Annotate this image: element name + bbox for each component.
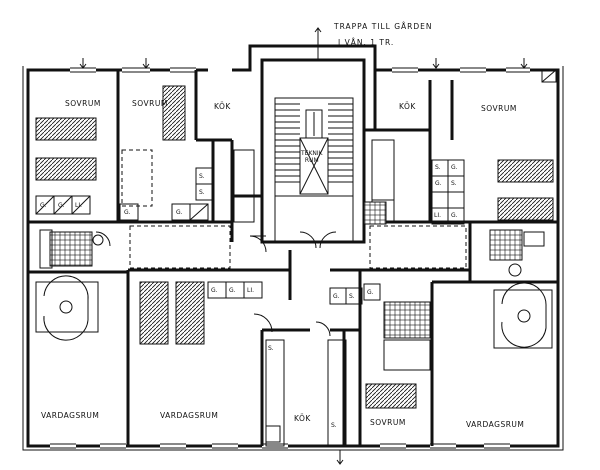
closet-mark-g: G.	[229, 287, 236, 294]
window-arrows	[79, 27, 528, 465]
closet-mark-s: S.	[199, 189, 205, 196]
room-label-kok-3: KÖK	[294, 414, 311, 423]
top-right-apartment	[363, 70, 558, 282]
room-label-sovrum-4: SOVRUM	[370, 418, 406, 427]
room-label-sovrum-2: SOVRUM	[132, 99, 168, 108]
closet-mark-li: LI.	[434, 212, 442, 219]
stair-note-line2: I VÅN. 1 TR.	[338, 38, 395, 47]
closet-mark-g: G.	[367, 289, 374, 296]
room-label-kok-1: KÖK	[214, 102, 231, 111]
closet-mark-g: G.	[58, 202, 65, 209]
room-label-vardagsrum-3: VARDAGSRUM	[466, 420, 525, 429]
closet-mark-s: S.	[199, 173, 205, 180]
closet-mark-s: S.	[331, 422, 337, 429]
room-label-kok-2: KÖK	[399, 102, 416, 111]
top-left-apartment	[28, 70, 337, 269]
bottom-apartments	[28, 225, 558, 447]
elevator-label: TEKNIK RUM	[301, 150, 323, 164]
closet-mark-g: G.	[451, 164, 458, 171]
closet-mark-g: G.	[211, 287, 218, 294]
closet-mark-g: G.	[451, 212, 458, 219]
closet-mark-s: S.	[435, 164, 441, 171]
room-label-sovrum-3: SOVRUM	[481, 104, 517, 113]
closet-mark-li: LI.	[247, 287, 255, 294]
closet-mark-g: G.	[40, 202, 47, 209]
room-label-vardagsrum-2: VARDAGSRUM	[160, 411, 219, 420]
closet-mark-s: S.	[268, 345, 274, 352]
closet-mark-g: G.	[435, 180, 442, 187]
closet-mark-g: G.	[124, 209, 131, 216]
closet-mark-g: G.	[333, 293, 340, 300]
closet-mark-li: LI.	[75, 202, 83, 209]
closet-mark-s: S.	[349, 293, 355, 300]
room-label-sovrum-1: SOVRUM	[65, 99, 101, 108]
closet-mark-g: G.	[176, 209, 183, 216]
closet-mark-s: S.	[451, 180, 457, 187]
stair-note-line1: TRAPPA TILL GÅRDEN	[334, 22, 433, 31]
corner-marker	[541, 69, 557, 83]
room-label-vardagsrum-1: VARDAGSRUM	[41, 411, 100, 420]
stair-core	[260, 58, 366, 244]
